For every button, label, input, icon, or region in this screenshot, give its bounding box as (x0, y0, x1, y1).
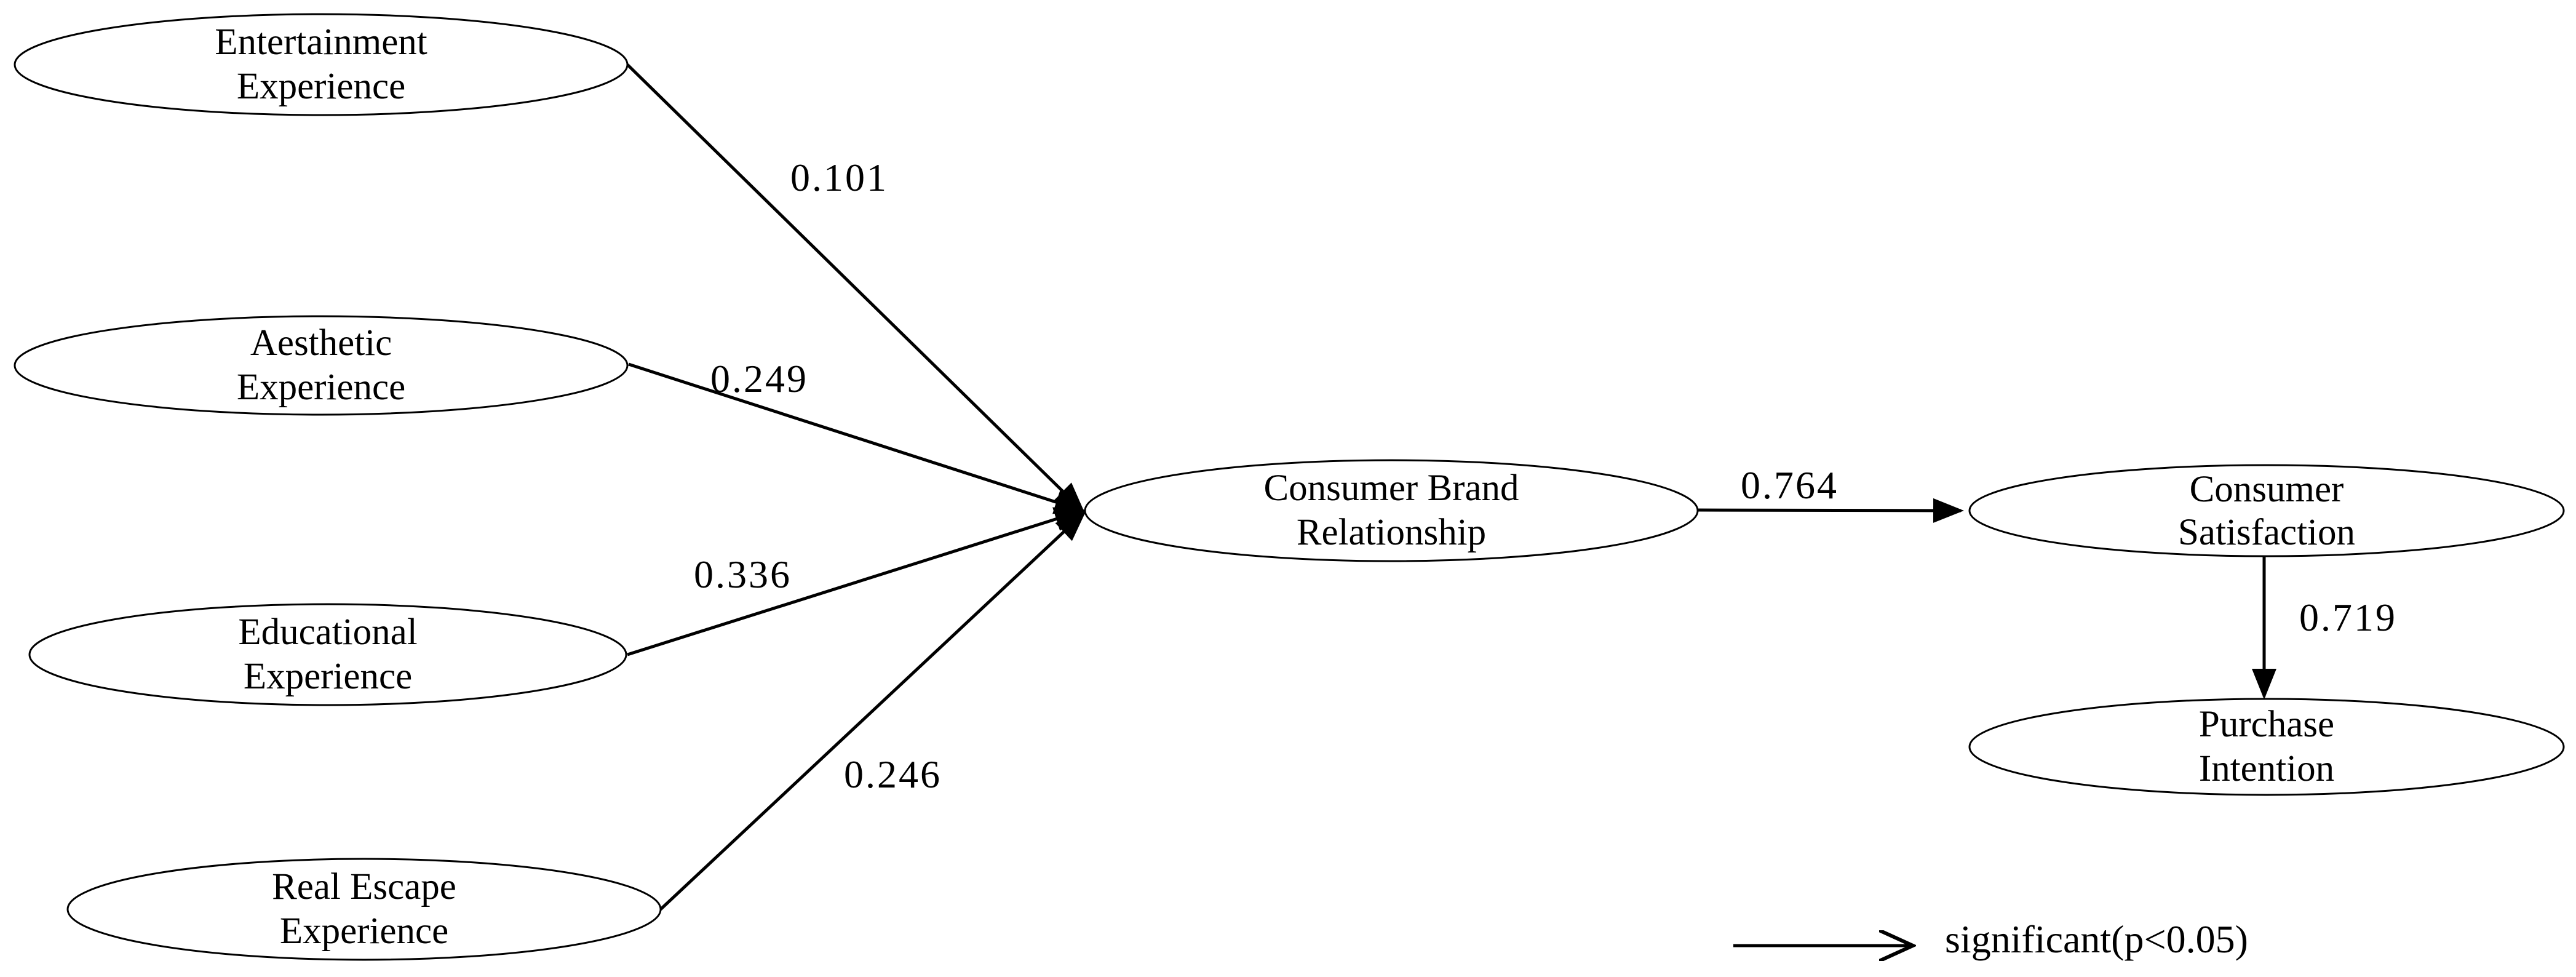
node-cbr-line1: Consumer Brand (1263, 468, 1519, 509)
edge-label-cbr-satisfaction: 0.764 (1741, 463, 1839, 507)
edge-label-educational: 0.336 (694, 552, 792, 596)
node-purchase-line2: Intention (2199, 748, 2334, 789)
node-aesthetic-line2: Experience (237, 367, 405, 408)
node-aesthetic-experience: Aesthetic Experience (14, 315, 629, 416)
node-educational-experience: Educational Experience (28, 603, 627, 706)
node-escape-line2: Experience (280, 911, 448, 952)
edge-entertainment-to-cbr (626, 63, 1085, 513)
edge-label-escape: 0.246 (844, 752, 942, 796)
node-real-escape-experience: Real Escape Experience (66, 858, 662, 961)
node-cbr-line2: Relationship (1297, 512, 1486, 553)
node-purchase-intention: Purchase Intention (1968, 698, 2565, 796)
node-consumer-satisfaction: Consumer Satisfaction (1968, 464, 2565, 557)
node-educational-line2: Experience (244, 656, 412, 697)
edge-escape-to-cbr (659, 511, 1086, 911)
node-satisfaction-line2: Satisfaction (2178, 512, 2355, 553)
edge-aesthetic-to-cbr (628, 362, 1086, 514)
node-purchase-line1: Purchase (2199, 704, 2334, 745)
legend-label: significant(p<0.05) (1945, 917, 2248, 961)
node-satisfaction-line1: Consumer (2190, 469, 2344, 510)
node-aesthetic-line1: Aesthetic (250, 322, 392, 364)
node-entertainment-line1: Entertainment (215, 22, 427, 63)
edge-label-entertainment: 0.101 (790, 156, 888, 199)
node-entertainment-line2: Experience (237, 66, 405, 107)
legend: significant(p<0.05) (1733, 917, 2248, 961)
edge-label-satisfaction-purchase: 0.719 (2299, 596, 2397, 639)
edge-label-aesthetic: 0.249 (710, 357, 808, 401)
node-educational-line1: Educational (238, 612, 417, 653)
node-consumer-brand-relationship: Consumer Brand Relationship (1084, 459, 1699, 562)
edge-cbr-to-satisfaction (1697, 498, 1964, 523)
edge-educational-to-cbr (627, 507, 1086, 656)
node-escape-line1: Real Escape (272, 866, 456, 907)
node-entertainment-experience: Entertainment Experience (14, 13, 629, 116)
